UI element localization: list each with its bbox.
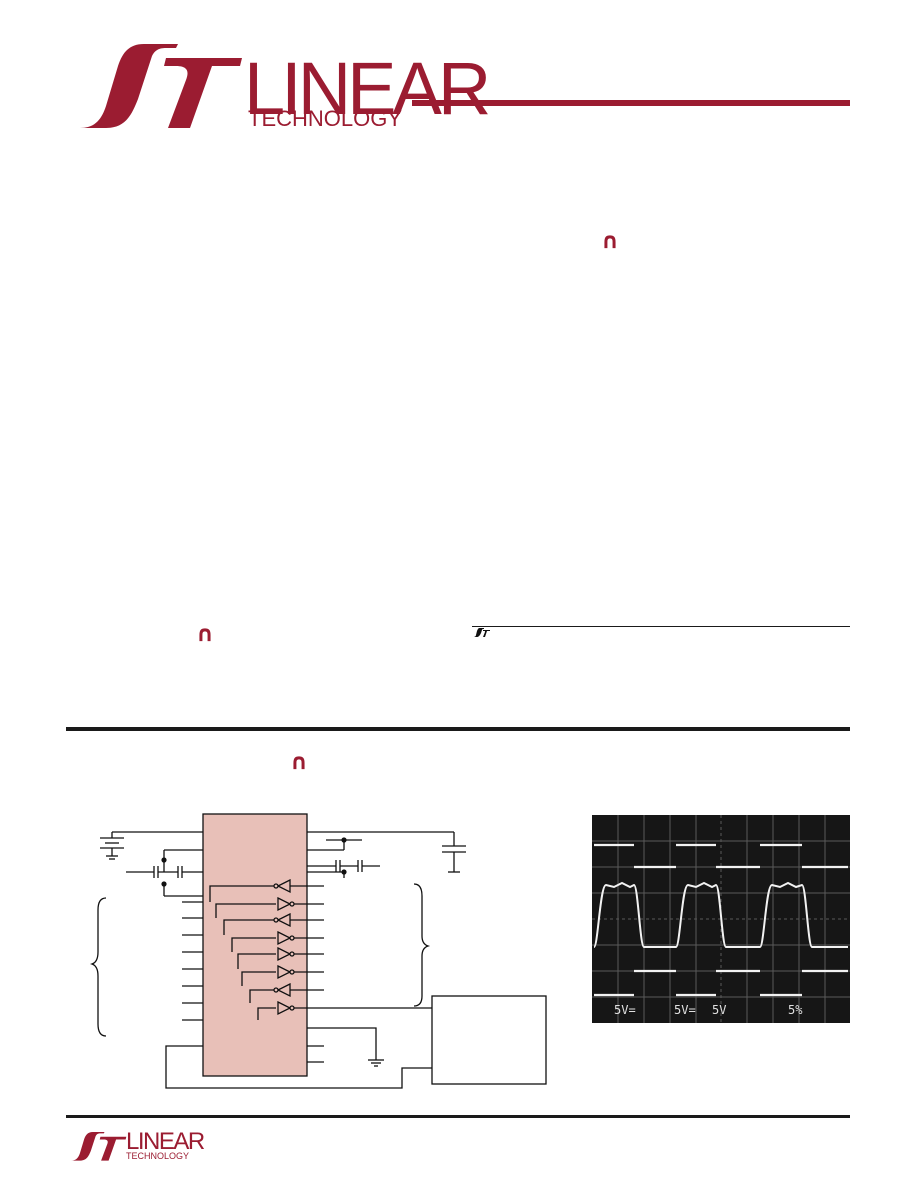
footer-logo-icon bbox=[67, 1132, 127, 1161]
typical-application-schematic bbox=[90, 813, 547, 1089]
linear-logo-icon bbox=[68, 44, 242, 128]
scope-readout-2: 5V= bbox=[674, 1003, 696, 1017]
oscilloscope-photo: 5V= 5V= 5V 5% bbox=[592, 815, 850, 1023]
brand-subtitle: TECHNOLOGY bbox=[248, 106, 403, 131]
footer-subtitle: TECHNOLOGY bbox=[126, 1151, 190, 1161]
footer-rule bbox=[66, 1115, 850, 1118]
features-mark-icon: ∩ bbox=[601, 229, 619, 254]
header-rule bbox=[412, 100, 850, 106]
scope-readout-1: 5V= bbox=[614, 1003, 636, 1017]
applications-mark-icon: ∩ bbox=[196, 622, 214, 647]
trademark-rule bbox=[472, 626, 850, 627]
header-logo: LINEAR TECHNOLOGY bbox=[66, 44, 491, 134]
typical-application-mark-icon: ∩ bbox=[290, 750, 308, 775]
external-device-box bbox=[431, 995, 547, 1085]
footer-logo: LINEAR TECHNOLOGY bbox=[66, 1130, 206, 1164]
ic-body bbox=[202, 813, 308, 1077]
brand-wordmark: LINEAR bbox=[244, 47, 491, 130]
footer-wordmark: LINEAR bbox=[126, 1128, 205, 1155]
scope-readout-3: 5V bbox=[712, 1003, 727, 1017]
section-rule bbox=[66, 727, 850, 731]
scope-readout-4: 5% bbox=[788, 1003, 803, 1017]
lt-trademark-icon bbox=[472, 628, 490, 637]
